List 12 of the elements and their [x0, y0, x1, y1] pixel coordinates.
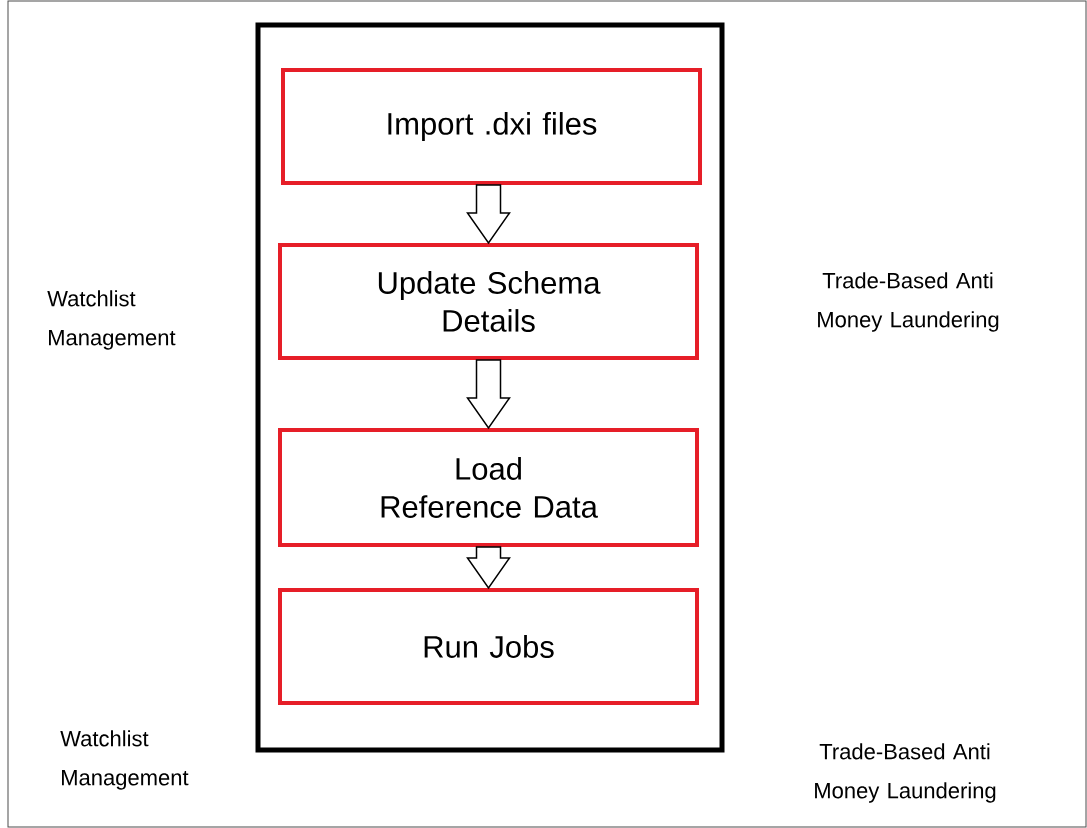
side-label: Trade-Based Anti Money Laundering [815, 743, 996, 803]
process-box: Run Jobs [278, 588, 699, 705]
side-label: Watchlist Management [47, 290, 176, 350]
process-box: Import .dxi files [281, 68, 702, 185]
process-box: Update Schema Details [278, 243, 699, 360]
container-box [255, 22, 725, 753]
arrow [466, 184, 511, 245]
side-label: Watchlist Management [60, 730, 189, 790]
side-label: Trade-Based Anti Money Laundering [818, 272, 999, 332]
arrow [466, 359, 511, 430]
arrow [466, 546, 511, 590]
process-box: Load Reference Data [278, 428, 699, 547]
